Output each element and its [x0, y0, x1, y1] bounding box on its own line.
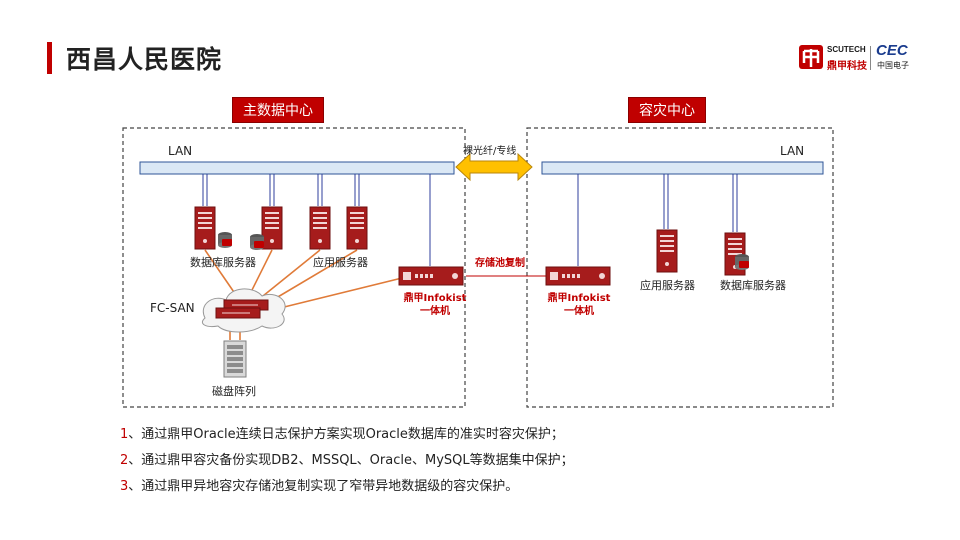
disk-array-icon: [223, 340, 247, 378]
logo-cec-text: CEC: [876, 42, 908, 59]
dr-infokist-appliance: [545, 266, 611, 286]
dr-lan-label: LAN: [780, 144, 805, 158]
appliance-name: 鼎甲Infokist: [547, 293, 611, 304]
note-text: 、通过鼎甲Oracle连续日志保护方案实现Oracle数据库的准实时容灾保护；: [128, 427, 564, 442]
primary-db-servers-label: 数据库服务器: [190, 256, 256, 269]
appliance-name: 鼎甲Infokist: [403, 293, 467, 304]
scutech-logo-icon: [799, 45, 823, 69]
fc-san-cloud: [201, 288, 286, 333]
company-logo: SCUTECH 鼎甲科技 CEC 中国电子: [797, 42, 917, 74]
page-title: 西昌人民医院: [66, 45, 223, 74]
database-icon: [735, 254, 749, 270]
database-icon: [250, 234, 264, 250]
primary-lan-links: [202, 174, 431, 266]
note-item: 1、通过鼎甲Oracle连续日志保护方案实现Oracle数据库的准实时容灾保护；: [120, 422, 574, 448]
pool-replication-label: 存储池复制: [475, 258, 525, 269]
title-accent-bar: [47, 42, 52, 74]
note-number: 3: [120, 479, 129, 494]
note-item: 2、通过鼎甲容灾备份实现DB2、MSSQL、Oracle、MySQL等数据集中保…: [120, 448, 574, 474]
fc-san-label: FC-SAN: [150, 301, 195, 315]
appliance-type: 一体机: [564, 306, 594, 317]
note-text: 、通过鼎甲容灾备份实现DB2、MSSQL、Oracle、MySQL等数据集中保护…: [128, 453, 574, 468]
fiber-link-arrow: [455, 152, 533, 182]
note-number: 2: [120, 453, 129, 468]
primary-dc-boundary: [122, 127, 466, 408]
note-item: 3、通过鼎甲异地容灾存储池复制实现了窄带异地数据级的容灾保护。: [120, 474, 574, 500]
notes-list: 1、通过鼎甲Oracle连续日志保护方案实现Oracle数据库的准实时容灾保护；…: [120, 422, 574, 500]
dr-db-servers-label: 数据库服务器: [720, 279, 786, 292]
logo-cec-subtext: 中国电子: [877, 61, 909, 70]
logo-scutech-text: SCUTECH: [827, 45, 866, 54]
dr-dc-label: 容灾中心: [628, 97, 706, 123]
dr-appliance-label: 鼎甲Infokist 一体机: [541, 292, 617, 318]
primary-app-server-1: [309, 206, 331, 250]
note-text: 、通过鼎甲异地容灾存储池复制实现了窄带异地数据级的容灾保护。: [128, 479, 519, 494]
dr-lan-bar: [541, 161, 824, 175]
fiber-link-label: 裸光纤/专线: [463, 146, 517, 157]
primary-lan-bar: [139, 161, 455, 175]
dr-dc-boundary: [526, 127, 834, 408]
primary-lan-label: LAN: [168, 144, 193, 158]
dr-app-server: [656, 229, 678, 273]
dr-app-servers-label: 应用服务器: [640, 279, 695, 292]
logo-brand-text: 鼎甲科技: [827, 61, 867, 72]
dr-lan-links: [577, 174, 738, 266]
primary-infokist-appliance: [398, 266, 464, 286]
primary-app-server-2: [346, 206, 368, 250]
primary-dc-label: 主数据中心: [232, 97, 324, 123]
appliance-type: 一体机: [420, 306, 450, 317]
logo-separator: [870, 46, 871, 70]
primary-db-server-2: [261, 206, 283, 250]
database-icon: [218, 232, 232, 248]
disk-array-label: 磁盘阵列: [212, 385, 256, 398]
note-number: 1: [120, 427, 129, 442]
primary-appliance-label: 鼎甲Infokist 一体机: [400, 292, 470, 318]
primary-app-servers-label: 应用服务器: [313, 256, 368, 269]
primary-db-server-1: [194, 206, 216, 250]
